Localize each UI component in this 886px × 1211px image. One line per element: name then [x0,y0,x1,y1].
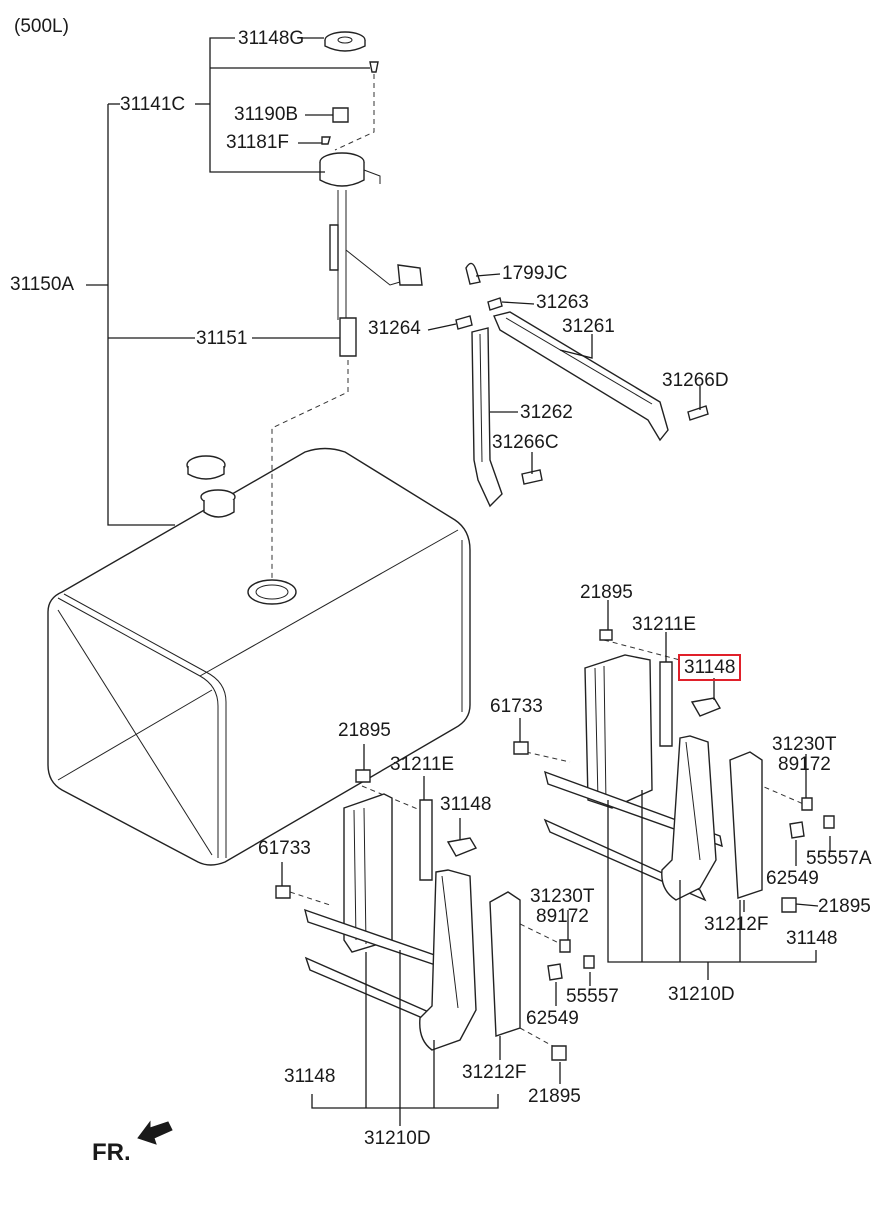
part-label-62549-right[interactable]: 62549 [766,868,819,889]
part-label-31210D-left[interactable]: 31210D [364,1128,431,1149]
part-label-62549-left[interactable]: 62549 [526,1008,579,1029]
leader-lines [86,37,831,1126]
part-label-31212F-right[interactable]: 31212F [704,914,769,935]
part-label-21895-left-top[interactable]: 21895 [338,720,391,741]
front-direction-arrow-icon [137,1120,173,1145]
part-label-31264[interactable]: 31264 [368,318,421,339]
part-label-89172-left[interactable]: 89172 [536,906,589,927]
part-label-31211E-right[interactable]: 31211E [632,614,697,635]
part-label-31212F-left[interactable]: 31212F [462,1062,527,1083]
right-step-bracket [513,629,835,913]
part-label-31141C[interactable]: 31141C [120,94,186,115]
part-label-61733-right[interactable]: 61733 [490,696,543,717]
part-label-31190B[interactable]: 31190B [234,104,299,125]
left-step-bracket [275,769,595,1061]
part-label-31148-left-upper[interactable]: 31148 [440,794,492,815]
part-label-31263[interactable]: 31263 [536,292,589,313]
part-label-31262[interactable]: 31262 [520,402,573,423]
part-label-1799JC[interactable]: 1799JC [502,263,568,284]
front-direction-label: FR. [92,1139,131,1166]
part-label-21895-left-bottom[interactable]: 21895 [528,1086,581,1107]
part-label-31181F[interactable]: 31181F [226,132,290,153]
part-label-21895-right[interactable]: 21895 [818,896,871,917]
part-label-31261[interactable]: 31261 [562,316,615,337]
part-label-31266D[interactable]: 31266D [662,370,729,391]
part-label-31148-highlighted[interactable]: 31148 [678,654,742,681]
part-label-31211E-left[interactable]: 31211E [390,754,455,775]
part-label-21895-right-top[interactable]: 21895 [580,582,633,603]
part-label-31148-left-bottom[interactable]: 31148 [284,1066,336,1087]
part-label-61733-left[interactable]: 61733 [258,838,311,859]
part-label-31148G[interactable]: 31148G [238,28,305,49]
fuel-tank [47,447,471,866]
part-label-55557A[interactable]: 55557A [806,848,872,869]
part-label-89172-right[interactable]: 89172 [778,754,831,775]
part-label-31151[interactable]: 31151 [196,328,248,349]
part-label-55557-left[interactable]: 55557 [566,986,619,1007]
part-label-31230T-left[interactable]: 31230T [530,886,595,907]
part-label-31266C[interactable]: 31266C [492,432,559,453]
part-label-31210D-right[interactable]: 31210D [668,984,735,1005]
variant-label: (500L) [14,16,69,37]
fuel-sender-unit [319,31,423,357]
part-label-31150A[interactable]: 31150A [10,274,75,295]
part-label-31230T-right[interactable]: 31230T [772,734,837,755]
part-label-31148-right-bottom[interactable]: 31148 [786,928,838,949]
tank-straps [455,262,709,508]
